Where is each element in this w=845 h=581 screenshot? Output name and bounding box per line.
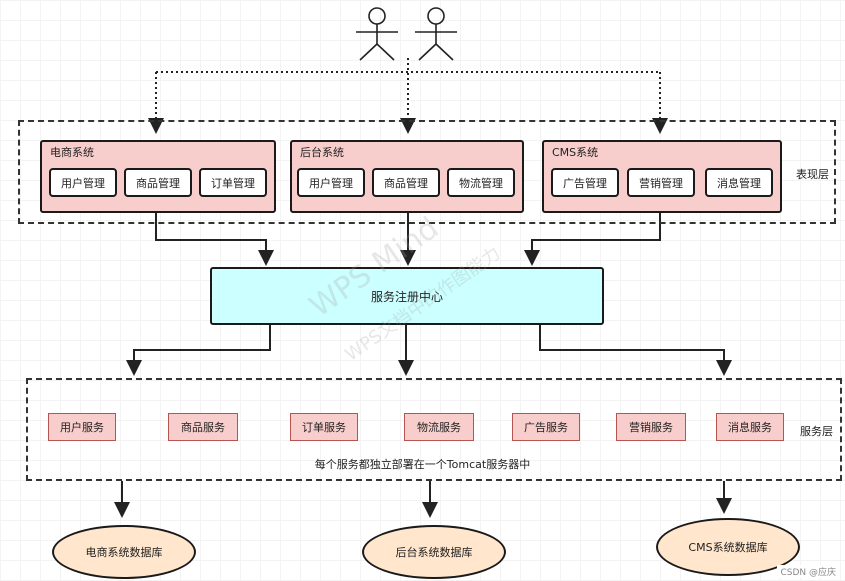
- cms-to-registry: [524, 212, 661, 266]
- module-order-management: 订单管理: [199, 168, 267, 197]
- registry-to-services-right: [539, 322, 732, 376]
- ecommerce-to-registry: [155, 212, 274, 266]
- presentation-layer-label: 表现层: [796, 168, 829, 181]
- system-cms: CMS系统 广告管理 营销管理 消息管理: [542, 140, 782, 213]
- system-ecommerce: 电商系统 用户管理 商品管理 订单管理: [40, 140, 276, 213]
- system-title: 电商系统: [50, 146, 94, 159]
- system-title: 后台系统: [300, 146, 344, 159]
- service-user: 用户服务: [48, 413, 116, 441]
- module-product-management: 商品管理: [124, 168, 192, 197]
- service-logistics: 物流服务: [404, 413, 474, 441]
- service-message: 消息服务: [716, 413, 784, 441]
- service-layer-label: 服务层: [800, 425, 833, 438]
- module-ad-management: 广告管理: [551, 168, 619, 197]
- system-title: CMS系统: [552, 146, 599, 159]
- service-deploy-note: 每个服务都独立部署在一个Tomcat服务器中: [314, 458, 531, 471]
- service-ad: 广告服务: [512, 413, 580, 441]
- system-backend: 后台系统 用户管理 商品管理 物流管理: [290, 140, 524, 213]
- service-layer-boundary: [26, 378, 842, 481]
- service-order: 订单服务: [290, 413, 358, 441]
- module-logistics-management: 物流管理: [447, 168, 515, 197]
- module-product-management: 商品管理: [372, 168, 440, 197]
- db-backend: 后台系统数据库: [362, 525, 506, 579]
- presentation-layer-boundary: [18, 120, 836, 224]
- users-actor-icon: [356, 7, 457, 61]
- service-marketing: 营销服务: [616, 413, 686, 441]
- module-user-management: 用户管理: [49, 168, 117, 197]
- module-message-management: 消息管理: [705, 168, 773, 197]
- service-registry: 服务注册中心: [210, 267, 604, 325]
- db-ecommerce: 电商系统数据库: [52, 525, 196, 579]
- service-product: 商品服务: [168, 413, 238, 441]
- module-marketing-management: 营销管理: [627, 168, 695, 197]
- db-cms: CMS系统数据库: [656, 518, 800, 576]
- registry-to-services-left: [126, 322, 271, 376]
- module-user-management: 用户管理: [297, 168, 365, 197]
- service-registry-label: 服务注册中心: [370, 289, 443, 304]
- footer-credit: CSDN @应庆: [777, 565, 839, 578]
